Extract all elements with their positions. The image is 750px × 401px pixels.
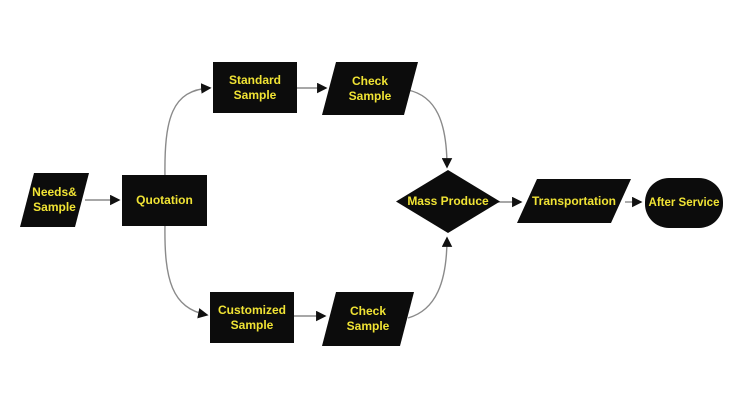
arrow-check-sample-top-to-mass-produce: [407, 89, 453, 169]
arrow-quotation-to-customized-sample: [164, 223, 209, 319]
node-mass-produce-label: Mass Produce: [407, 194, 489, 208]
node-check-sample-bottom: Check Sample: [322, 292, 414, 346]
arrow-quotation-to-standard-sample: [164, 83, 212, 179]
node-quotation-label: Quotation: [136, 193, 193, 207]
node-standard-sample: Standard Sample: [213, 62, 297, 113]
node-standard-sample-label: Standard Sample: [228, 72, 281, 102]
node-customized-sample-label: Customized Sample: [217, 302, 286, 332]
node-after-service: After Service: [645, 178, 723, 228]
node-check-sample-bottom-label: Check Sample: [346, 304, 390, 333]
node-after-service-label: After Service: [648, 196, 720, 209]
arrow-check-sample-bottom-to-mass-produce: [407, 236, 453, 319]
node-transportation: Transportation: [517, 179, 631, 223]
node-customized-sample: Customized Sample: [210, 292, 294, 343]
node-transportation-label: Transportation: [531, 193, 616, 208]
node-check-sample-top-label: Check Sample: [348, 73, 392, 103]
node-needs-sample-label: Needs& Sample: [32, 185, 77, 214]
node-check-sample-top: Check Sample: [322, 62, 418, 115]
node-quotation: Quotation: [122, 175, 207, 226]
